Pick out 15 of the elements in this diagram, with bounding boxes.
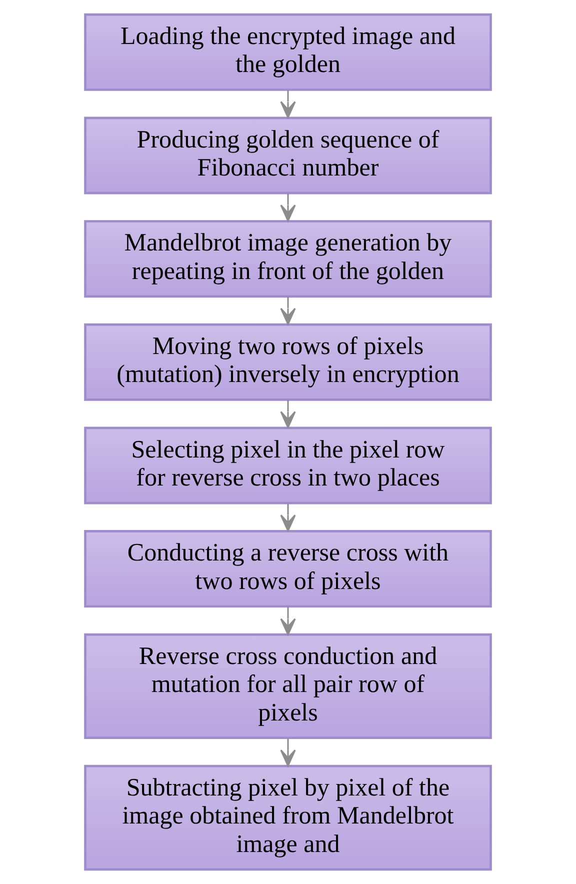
node-box: Conducting a reverse cross with two rows of pixels <box>84 530 492 608</box>
node-box: Loading the encrypted image and the golden <box>84 13 492 91</box>
arrow <box>280 400 296 428</box>
node-box: Mandelbrot image generation by repeating in front of the golden <box>84 220 492 298</box>
node-box: Selecting pixel in the pixel row for reverse cross in two places <box>84 426 492 504</box>
node-box: Reverse cross conduction and mutation for all pair row of pixels <box>84 633 492 740</box>
node-box: Subtracting pixel by pixel of the image obtained from Mandelbrot image and <box>84 764 492 871</box>
arrow <box>280 296 296 325</box>
arrow <box>280 193 296 222</box>
arrow <box>280 606 296 636</box>
node-box: Producing golden sequence of Fibonacci number <box>84 116 492 194</box>
arrow <box>280 90 296 118</box>
node-box: Moving two rows of pixels (mutation) inversely in encryption <box>84 323 492 401</box>
arrow <box>280 503 296 532</box>
arrow <box>280 738 296 767</box>
